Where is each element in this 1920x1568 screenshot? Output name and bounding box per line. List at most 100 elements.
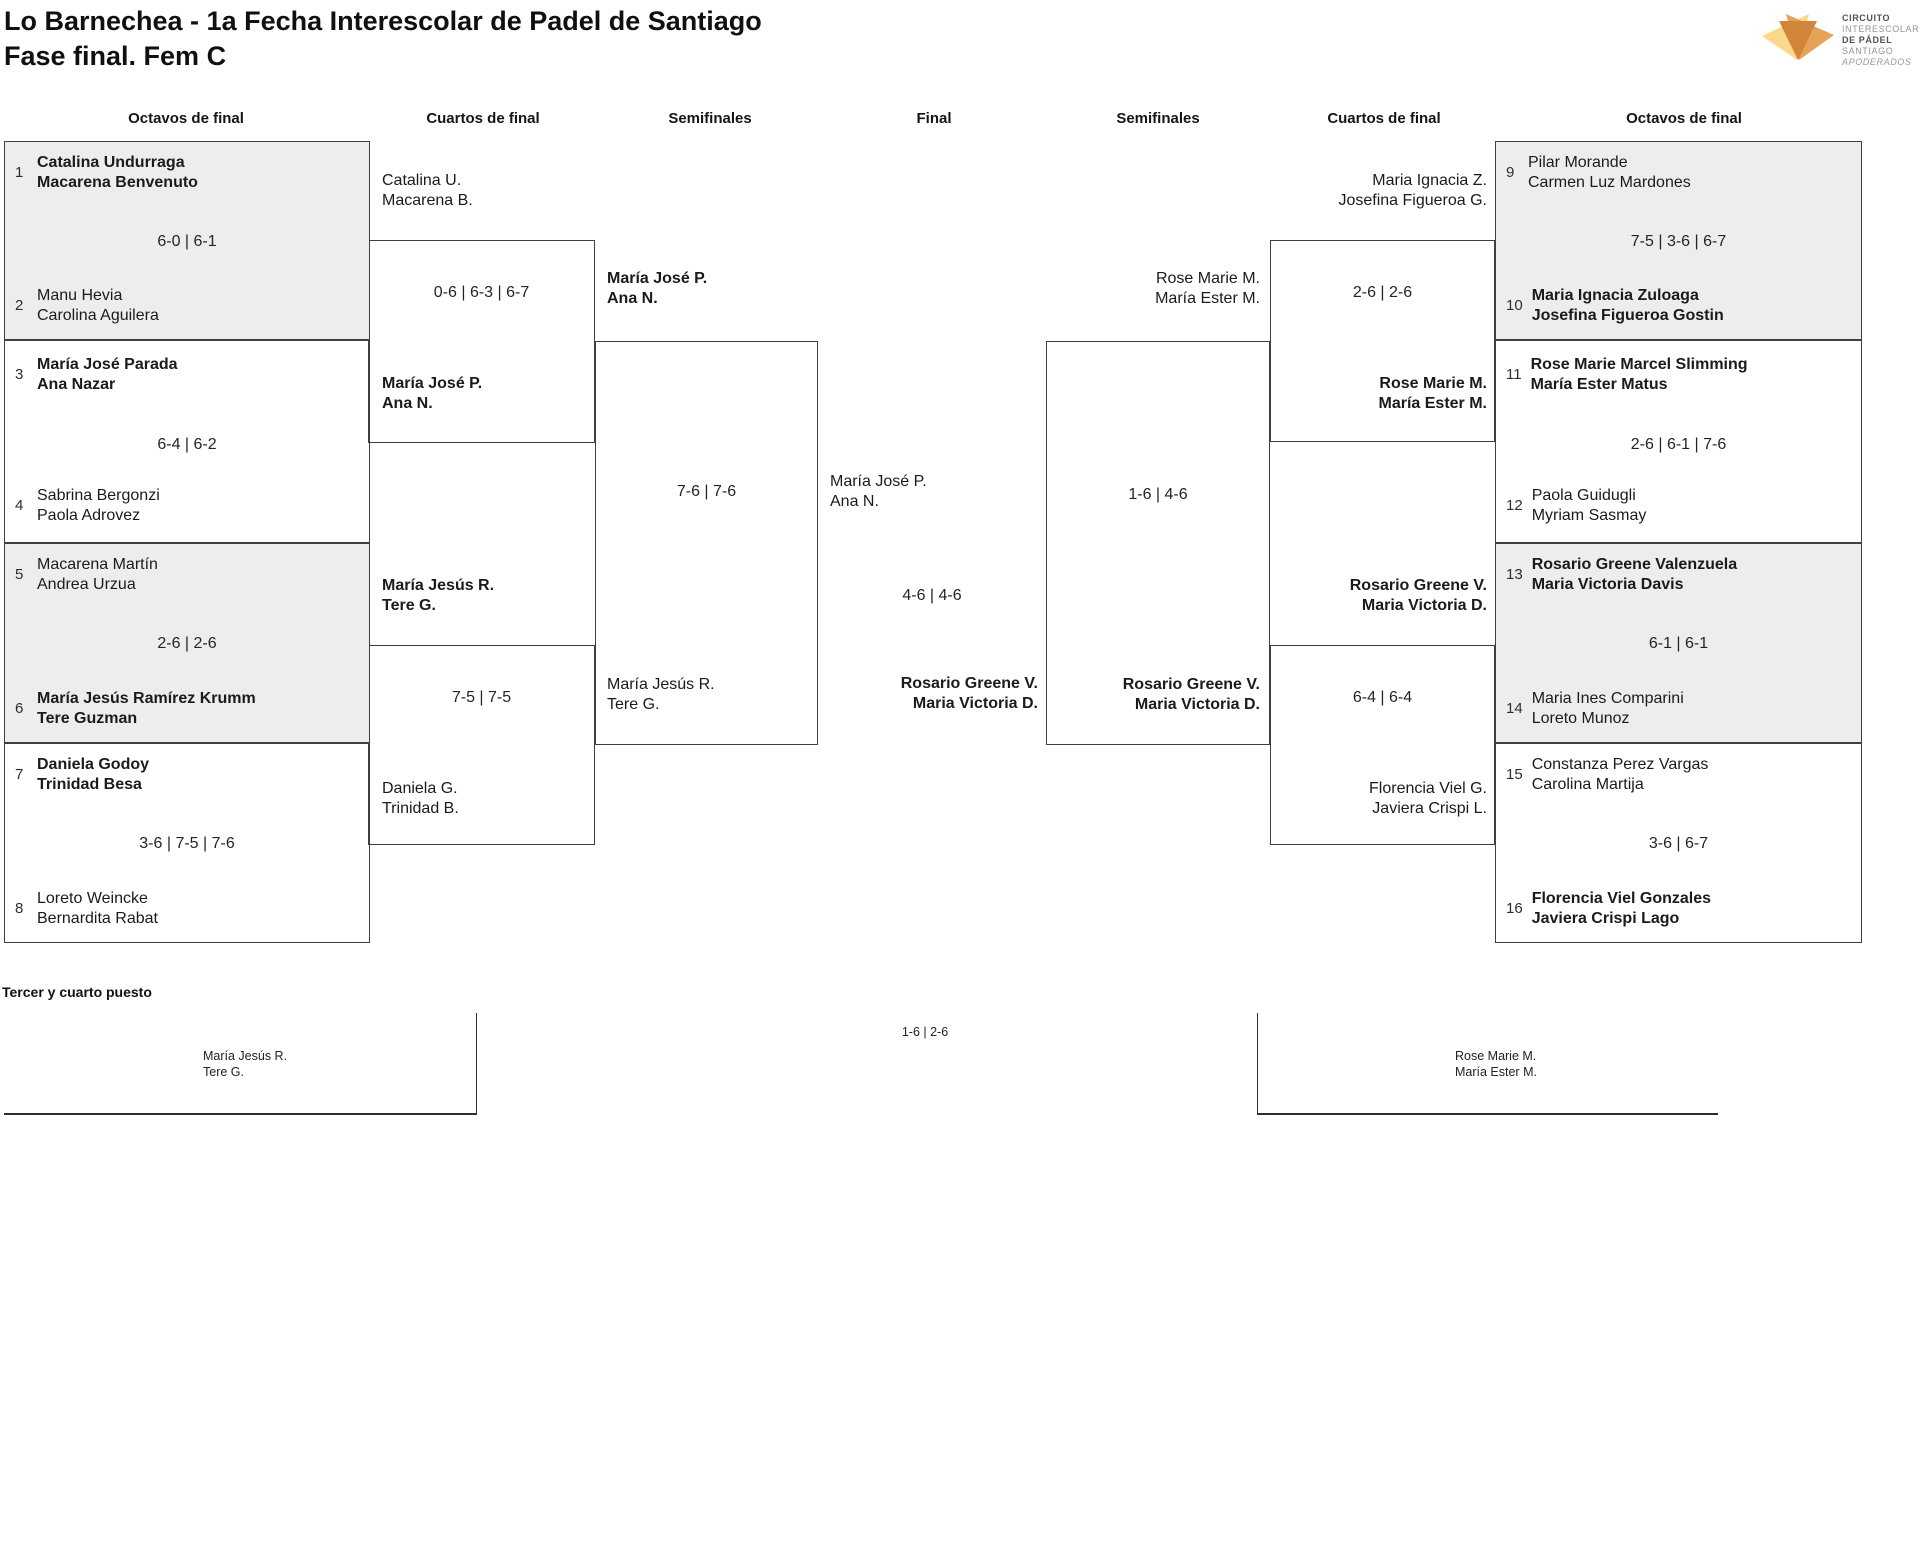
- player-name: María Ester Matus: [1530, 375, 1668, 393]
- round-header-cuartos-left: Cuartos de final: [426, 110, 540, 127]
- player-name: Loreto Weincke: [37, 890, 148, 907]
- match-box-qf3: [1270, 240, 1495, 442]
- player-name: Rose Marie M.: [1379, 375, 1487, 392]
- player-name: Constanza Perez Vargas: [1531, 756, 1709, 773]
- page-title: Lo Barnechea - 1a Fecha Interescolar de …: [4, 4, 762, 74]
- logo-line-apoderados: APODERADOS: [1842, 57, 1912, 67]
- match-box-semifinal-left: [595, 341, 818, 745]
- third-place-team-right: Rose Marie M. María Ester M.: [1455, 1049, 1537, 1080]
- match-box-qf4: [1270, 645, 1495, 845]
- qf2-team-top: María Jesús R. Tere G.: [382, 576, 494, 615]
- player-name: María José P.: [830, 473, 927, 490]
- player-name: Maria Victoria D.: [1134, 695, 1260, 713]
- player-name: Rosario Greene V.: [1122, 676, 1260, 693]
- player-name: María José Parada: [37, 356, 178, 373]
- player-name: Manu Hevia: [37, 287, 123, 304]
- qf1-team-top: Catalina U. Macarena B.: [382, 171, 473, 210]
- player-name: Maria Victoria D.: [912, 694, 1038, 712]
- seed-number: 7: [15, 766, 24, 783]
- final-score: 4-6 | 4-6: [902, 587, 962, 604]
- player-name: Catalina U.: [382, 172, 462, 189]
- player-name: Catalina Undurraga: [37, 154, 185, 171]
- seed-number: 9: [1506, 164, 1515, 181]
- third-place-heading: Tercer y cuarto puesto: [2, 984, 152, 1000]
- player-name: Javiera Crispi Lago: [1531, 909, 1680, 927]
- round-header-semis-left: Semifinales: [668, 110, 752, 127]
- logo: CIRCUITO INTERESCOLAR DE PÁDEL SANTIAGO …: [1762, 8, 1919, 68]
- tournament-title: Lo Barnechea - 1a Fecha Interescolar de …: [4, 6, 762, 36]
- player-name: María Ester M.: [1155, 289, 1260, 307]
- qf4-score: 6-4 | 6-4: [1352, 689, 1413, 706]
- seed-number: 14: [1506, 700, 1523, 717]
- match-score: 6-1 | 6-1: [1648, 635, 1709, 652]
- match-box-semifinal-right: [1046, 341, 1270, 745]
- player-name: Carolina Martija: [1531, 775, 1644, 793]
- player-name: María Ester M.: [1378, 394, 1487, 412]
- player-name: Andrea Urzua: [37, 575, 136, 593]
- round-header-final: Final: [916, 110, 952, 127]
- player-name: Rosario Greene Valenzuela: [1531, 556, 1738, 573]
- third-place-bracket-line-right: [1257, 1013, 1718, 1115]
- player-name: Josefina Figueroa Gostin: [1531, 306, 1724, 324]
- round-header-cuartos-right: Cuartos de final: [1327, 110, 1441, 127]
- seed-number: 4: [15, 497, 24, 514]
- player-name: María José P.: [607, 270, 708, 287]
- qf2-score: 7-5 | 7-5: [451, 689, 512, 706]
- match-score: 2-6 | 2-6: [157, 635, 217, 652]
- seed-number: 16: [1506, 900, 1523, 917]
- match-score: 6-4 | 6-2: [157, 436, 217, 453]
- match-score: 3-6 | 7-5 | 7-6: [139, 835, 235, 852]
- player-name: Rose Marie M.: [1155, 270, 1260, 287]
- seed-number: 3: [15, 366, 24, 383]
- logo-line-depadel: DE PÁDEL: [1842, 35, 1893, 45]
- seed-number: 12: [1506, 497, 1523, 514]
- player-name: Tere Guzman: [37, 709, 138, 727]
- round-header-octavos-right: Octavos de final: [1626, 110, 1742, 127]
- player-name: Macarena B.: [382, 191, 473, 209]
- player-name: Pilar Morande: [1528, 154, 1628, 171]
- final-team-bottom: Rosario Greene V. Maria Victoria D.: [818, 674, 1038, 713]
- seed-number: 1: [15, 164, 24, 181]
- seed-number: 10: [1506, 297, 1523, 314]
- qf3-score: 2-6 | 2-6: [1352, 284, 1413, 301]
- logo-line-interescolar: INTERESCOLAR: [1842, 24, 1920, 34]
- player-name: Carolina Aguilera: [37, 306, 159, 324]
- player-name: María Jesús R.: [203, 1049, 288, 1063]
- logo-line-santiago: SANTIAGO: [1842, 46, 1894, 56]
- match-score: 7-5 | 3-6 | 6-7: [1630, 233, 1727, 250]
- sf1-team-bottom: María Jesús R. Tere G.: [607, 675, 715, 714]
- seed-number: 5: [15, 566, 24, 583]
- player-name: Tere G.: [203, 1064, 244, 1079]
- qf4-team-top: Rosario Greene V. Maria Victoria D.: [1270, 576, 1487, 615]
- sf2-team-top: Rose Marie M. María Ester M.: [1046, 269, 1260, 308]
- final-team-top: María José P. Ana N.: [830, 472, 927, 511]
- match-score: 6-0 | 6-1: [157, 233, 217, 250]
- player-name: Javiera Crispi L.: [1372, 799, 1487, 817]
- player-name: Macarena Martín: [37, 556, 158, 573]
- qf3-team-top: Maria Ignacia Z. Josefina Figueroa G.: [1270, 171, 1487, 210]
- seed-number: 8: [15, 900, 24, 917]
- match-box-qf2: [368, 645, 595, 845]
- qf1-team-bottom: María José P. Ana N.: [382, 374, 482, 413]
- logo-icon: [1762, 14, 1834, 60]
- seed-number: 15: [1506, 766, 1523, 783]
- match-box-qf1: [368, 240, 595, 443]
- player-name: Trinidad B.: [382, 799, 459, 817]
- player-name: Florencia Viel G.: [1369, 780, 1487, 797]
